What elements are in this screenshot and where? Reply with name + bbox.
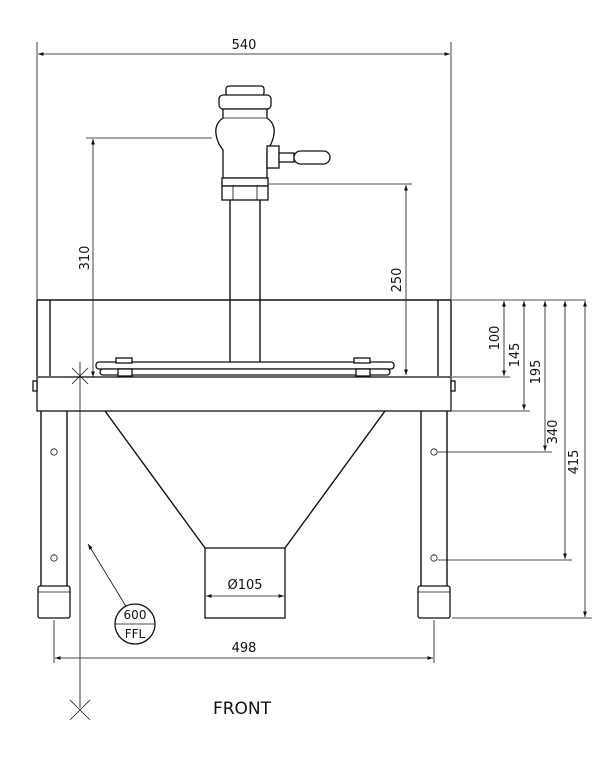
- dimension-195-label: 195: [529, 360, 544, 385]
- dimension-right-stack: 100 145 195 340 415: [438, 299, 592, 619]
- ffl-label: FFL: [125, 627, 146, 641]
- dimension-498-label: 498: [232, 641, 257, 656]
- dimension-leg-span: 498: [53, 620, 435, 663]
- leg-left: [37, 411, 71, 619]
- dimension-540-label: 540: [232, 38, 257, 53]
- dimension-overall-width: 540: [36, 38, 452, 300]
- tap-assembly: [215, 85, 331, 366]
- ffl-height-label: 600: [124, 608, 147, 622]
- dimension-outlet-diameter: Ø105: [206, 578, 284, 598]
- ffl-reference: 600 FFL: [69, 362, 156, 721]
- dimension-310-label: 310: [78, 246, 93, 271]
- view-label: FRONT: [213, 699, 272, 719]
- dimension-145-label: 145: [508, 343, 523, 368]
- dimension-tap-height: 310: [78, 137, 212, 377]
- dimension-340-label: 340: [546, 420, 561, 445]
- dimension-100-label: 100: [488, 326, 503, 351]
- dimension-105-label: Ø105: [227, 578, 262, 593]
- dimension-spout-height: 250: [268, 183, 412, 375]
- basin-bowl: [32, 299, 456, 619]
- leg-right: [417, 411, 451, 619]
- dimension-250-label: 250: [390, 268, 405, 293]
- dimension-415-label: 415: [567, 450, 582, 475]
